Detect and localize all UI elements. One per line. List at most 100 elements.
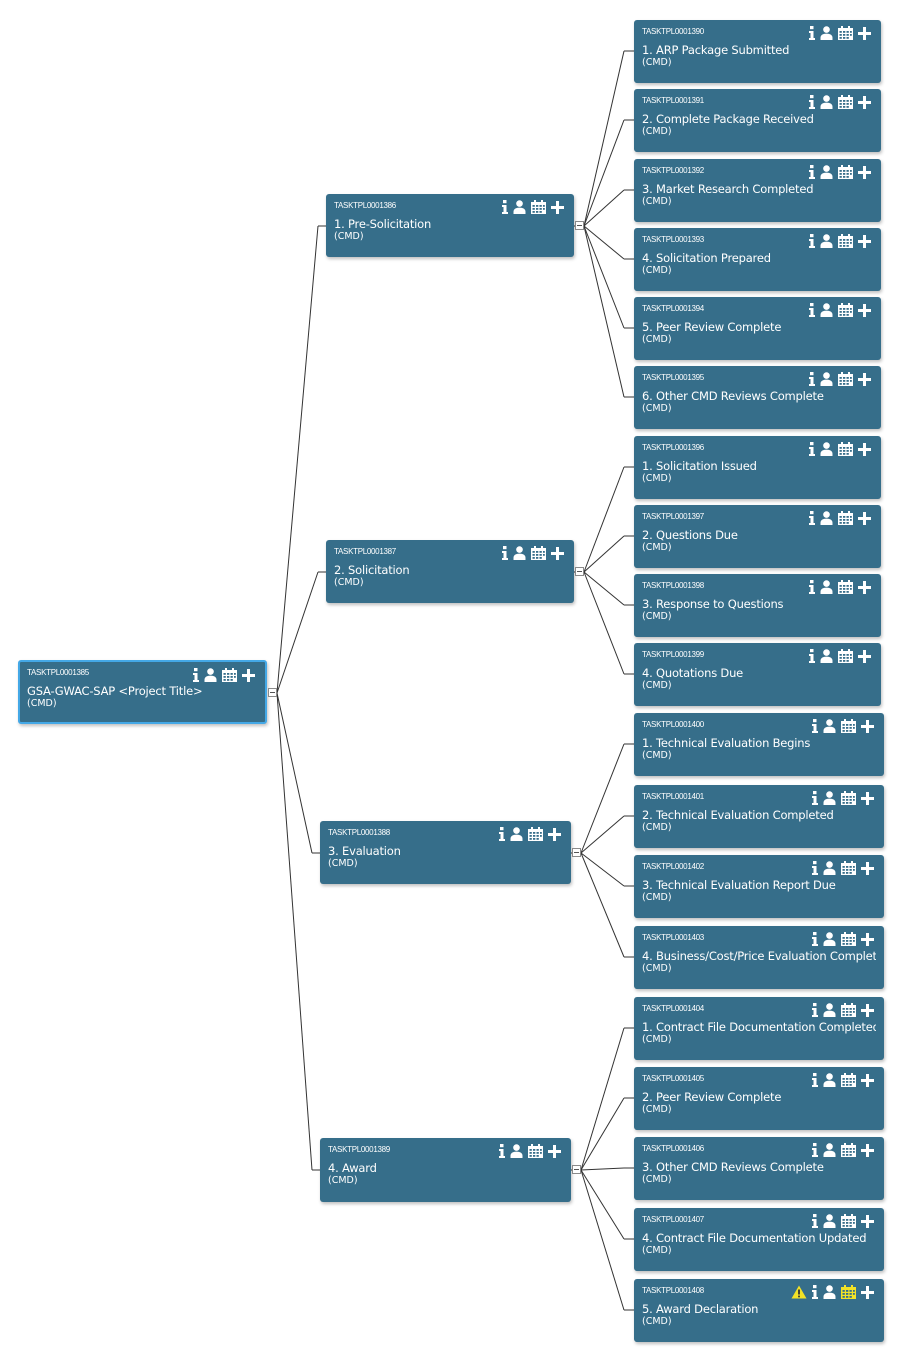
plus-icon[interactable] <box>548 827 561 841</box>
plus-icon[interactable] <box>858 649 871 663</box>
person-icon[interactable] <box>513 200 526 214</box>
info-icon[interactable] <box>809 95 815 109</box>
info-icon[interactable] <box>812 861 818 875</box>
info-icon[interactable] <box>812 1003 818 1017</box>
phase-node[interactable]: TASKTPL0001388 3. Evaluation (CMD) <box>320 821 571 884</box>
calendar-icon[interactable] <box>528 1144 543 1158</box>
plus-icon[interactable] <box>858 511 871 525</box>
phase-node[interactable]: TASKTPL0001387 2. Solicitation (CMD) <box>326 540 574 603</box>
calendar-icon[interactable] <box>222 668 237 682</box>
plus-icon[interactable] <box>861 932 874 946</box>
info-icon[interactable] <box>809 234 815 248</box>
info-icon[interactable] <box>499 827 505 841</box>
info-icon[interactable] <box>812 719 818 733</box>
info-icon[interactable] <box>812 932 818 946</box>
calendar-icon[interactable] <box>838 649 853 663</box>
person-icon[interactable] <box>823 861 836 875</box>
info-icon[interactable] <box>809 372 815 386</box>
person-icon[interactable] <box>820 95 833 109</box>
calendar-icon[interactable] <box>838 511 853 525</box>
info-icon[interactable] <box>812 1285 818 1299</box>
plus-icon[interactable] <box>858 442 871 456</box>
phase-node[interactable]: TASKTPL0001386 1. Pre-Solicitation (CMD) <box>326 194 574 257</box>
person-icon[interactable] <box>820 303 833 317</box>
calendar-icon[interactable] <box>838 234 853 248</box>
person-icon[interactable] <box>820 372 833 386</box>
collapse-toggle[interactable] <box>268 688 277 697</box>
person-icon[interactable] <box>823 719 836 733</box>
calendar-icon[interactable] <box>841 1143 856 1157</box>
info-icon[interactable] <box>812 1143 818 1157</box>
calendar-icon[interactable] <box>838 372 853 386</box>
plus-icon[interactable] <box>858 580 871 594</box>
calendar-icon[interactable] <box>838 95 853 109</box>
person-icon[interactable] <box>823 1003 836 1017</box>
person-icon[interactable] <box>820 442 833 456</box>
plus-icon[interactable] <box>861 1143 874 1157</box>
calendar-icon[interactable] <box>528 827 543 841</box>
person-icon[interactable] <box>823 1073 836 1087</box>
plus-icon[interactable] <box>551 200 564 214</box>
plus-icon[interactable] <box>551 546 564 560</box>
calendar-icon[interactable] <box>841 861 856 875</box>
person-icon[interactable] <box>820 649 833 663</box>
info-icon[interactable] <box>809 580 815 594</box>
person-icon[interactable] <box>823 1143 836 1157</box>
info-icon[interactable] <box>499 1144 505 1158</box>
calendar-icon[interactable] <box>838 442 853 456</box>
person-icon[interactable] <box>823 791 836 805</box>
calendar-icon[interactable] <box>841 1285 856 1299</box>
calendar-icon[interactable] <box>838 165 853 179</box>
warning-icon[interactable] <box>791 1285 807 1299</box>
plus-icon[interactable] <box>861 1003 874 1017</box>
calendar-icon[interactable] <box>841 1073 856 1087</box>
calendar-icon[interactable] <box>838 580 853 594</box>
collapse-toggle[interactable] <box>575 567 584 576</box>
plus-icon[interactable] <box>861 1073 874 1087</box>
plus-icon[interactable] <box>242 668 255 682</box>
person-icon[interactable] <box>820 26 833 40</box>
person-icon[interactable] <box>823 1285 836 1299</box>
info-icon[interactable] <box>502 200 508 214</box>
plus-icon[interactable] <box>858 26 871 40</box>
person-icon[interactable] <box>510 1144 523 1158</box>
calendar-icon[interactable] <box>841 719 856 733</box>
plus-icon[interactable] <box>858 372 871 386</box>
calendar-icon[interactable] <box>531 546 546 560</box>
calendar-icon[interactable] <box>841 1003 856 1017</box>
plus-icon[interactable] <box>861 1214 874 1228</box>
collapse-toggle[interactable] <box>572 848 581 857</box>
plus-icon[interactable] <box>858 95 871 109</box>
info-icon[interactable] <box>812 1073 818 1087</box>
info-icon[interactable] <box>502 546 508 560</box>
collapse-toggle[interactable] <box>572 1165 581 1174</box>
person-icon[interactable] <box>820 511 833 525</box>
plus-icon[interactable] <box>548 1144 561 1158</box>
person-icon[interactable] <box>823 1214 836 1228</box>
info-icon[interactable] <box>809 649 815 663</box>
calendar-icon[interactable] <box>841 1214 856 1228</box>
person-icon[interactable] <box>820 234 833 248</box>
info-icon[interactable] <box>809 303 815 317</box>
calendar-icon[interactable] <box>531 200 546 214</box>
info-icon[interactable] <box>193 668 199 682</box>
info-icon[interactable] <box>809 165 815 179</box>
root-node[interactable]: TASKTPL0001385 GSA-GWAC-SAP <Project Tit… <box>18 660 267 724</box>
person-icon[interactable] <box>820 580 833 594</box>
